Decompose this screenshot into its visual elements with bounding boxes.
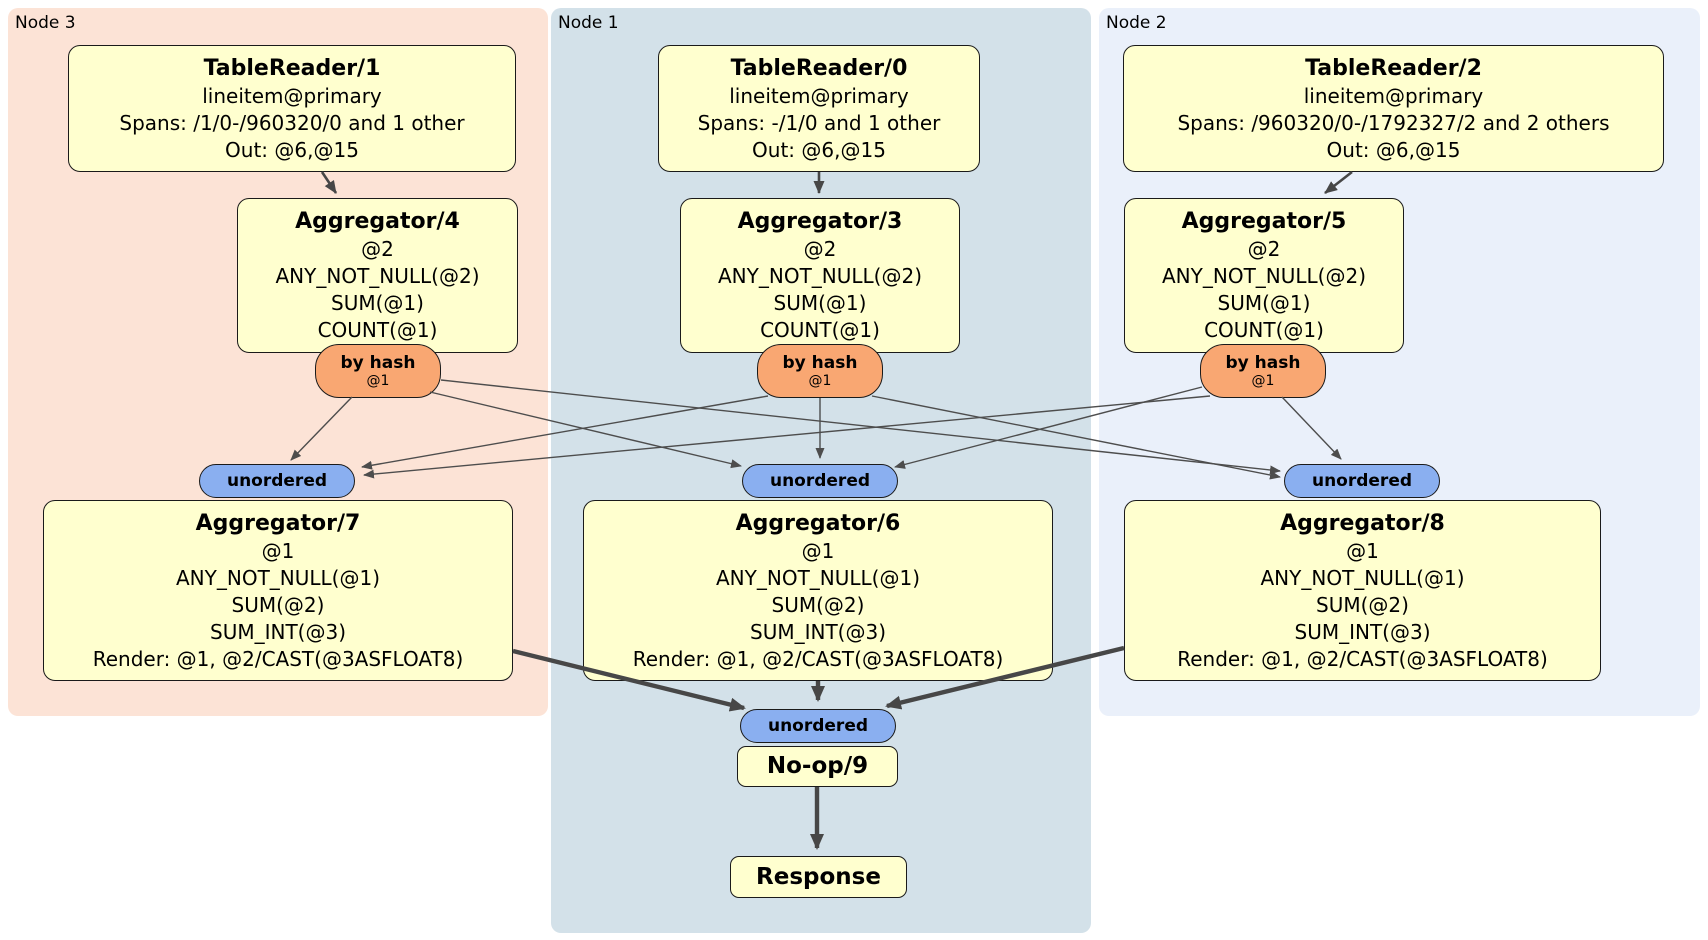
processor-line: SUM(@1) — [1217, 291, 1311, 315]
processor-title: TableReader/1 — [203, 55, 381, 81]
processor-title: Aggregator/8 — [1280, 510, 1445, 536]
router-detail: @1 — [366, 372, 390, 389]
processor-line: ANY_NOT_NULL(@1) — [176, 565, 380, 590]
processor-line: @1 — [801, 538, 835, 563]
processor-line: SUM(@1) — [331, 291, 424, 315]
processor-line: @1 — [1346, 538, 1379, 563]
processor-line: COUNT(@1) — [317, 318, 438, 342]
processor-noop-9: No-op/9 — [737, 746, 898, 787]
processor-line: Spans: -/1/0 and 1 other — [697, 110, 941, 135]
processor-line: COUNT(@1) — [760, 318, 880, 342]
processor-tablereader-2: TableReader/2 lineitem@primary Spans: /9… — [1123, 45, 1664, 172]
processor-line: @2 — [361, 237, 394, 261]
panel-node-2-label: Node 2 — [1106, 13, 1167, 33]
processor-line: ANY_NOT_NULL(@2) — [1162, 264, 1366, 288]
processor-tablereader-1: TableReader/1 lineitem@primary Spans: /1… — [68, 45, 516, 172]
processor-title: Aggregator/6 — [735, 510, 901, 536]
processor-line: @1 — [261, 538, 295, 563]
processor-title: Aggregator/3 — [737, 209, 903, 234]
panel-node-1-label: Node 1 — [558, 13, 619, 33]
router-label: by hash — [1225, 352, 1301, 373]
processor-title: No-op/9 — [766, 753, 869, 779]
stream-unordered-right: unordered — [1284, 464, 1440, 498]
response-title: Response — [756, 863, 881, 890]
processor-line: SUM(@1) — [773, 291, 867, 315]
processor-line: ANY_NOT_NULL(@2) — [275, 264, 480, 288]
processor-line: lineitem@primary — [729, 83, 909, 108]
panel-node-3-label: Node 3 — [15, 13, 76, 33]
processor-line: Render: @1, @2/CAST(@3ASFLOAT8) — [1177, 646, 1548, 671]
processor-aggregator-8: Aggregator/8 @1 ANY_NOT_NULL(@1) SUM(@2)… — [1124, 500, 1601, 681]
response-box: Response — [730, 856, 907, 898]
processor-line: SUM_INT(@3) — [750, 619, 886, 644]
router-label: by hash — [340, 352, 416, 373]
router-detail: @1 — [1251, 372, 1275, 389]
processor-line: SUM(@2) — [771, 592, 865, 617]
processor-title: Aggregator/4 — [295, 209, 460, 234]
processor-line: SUM(@2) — [231, 592, 325, 617]
processor-line: ANY_NOT_NULL(@1) — [1260, 565, 1465, 590]
router-by-hash-3: by hash @1 — [757, 344, 883, 398]
processor-title: Aggregator/5 — [1181, 209, 1347, 234]
processor-line: COUNT(@1) — [1204, 318, 1324, 342]
processor-aggregator-5: Aggregator/5 @2 ANY_NOT_NULL(@2) SUM(@1)… — [1124, 198, 1404, 353]
processor-title: TableReader/0 — [730, 55, 908, 81]
processor-line: lineitem@primary — [202, 83, 382, 108]
processor-line: Render: @1, @2/CAST(@3ASFLOAT8) — [632, 646, 1004, 671]
processor-line: ANY_NOT_NULL(@2) — [718, 264, 922, 288]
processor-tablereader-0: TableReader/0 lineitem@primary Spans: -/… — [658, 45, 980, 172]
processor-line: SUM_INT(@3) — [1294, 619, 1431, 644]
processor-aggregator-6: Aggregator/6 @1 ANY_NOT_NULL(@1) SUM(@2)… — [583, 500, 1053, 681]
router-label: by hash — [782, 352, 858, 373]
processor-line: Out: @6,@15 — [752, 137, 886, 162]
processor-aggregator-7: Aggregator/7 @1 ANY_NOT_NULL(@1) SUM(@2)… — [43, 500, 513, 681]
router-by-hash-4: by hash @1 — [315, 344, 441, 398]
router-by-hash-5: by hash @1 — [1200, 344, 1326, 398]
processor-line: ANY_NOT_NULL(@1) — [716, 565, 920, 590]
processor-line: Out: @6,@15 — [1326, 137, 1461, 162]
processor-line: Spans: /1/0-/960320/0 and 1 other — [119, 110, 465, 135]
stream-label: unordered — [1311, 471, 1413, 491]
processor-title: Aggregator/7 — [195, 510, 361, 536]
stream-label: unordered — [767, 716, 869, 736]
processor-line: Render: @1, @2/CAST(@3ASFLOAT8) — [92, 646, 464, 671]
processor-aggregator-4: Aggregator/4 @2 ANY_NOT_NULL(@2) SUM(@1)… — [237, 198, 518, 353]
processor-line: SUM(@2) — [1316, 592, 1409, 617]
processor-title: TableReader/2 — [1305, 55, 1482, 81]
stream-label: unordered — [226, 471, 328, 491]
stream-unordered-final: unordered — [740, 709, 896, 743]
processor-line: SUM_INT(@3) — [210, 619, 346, 644]
processor-line: @2 — [803, 237, 837, 261]
router-detail: @1 — [808, 372, 832, 389]
stream-unordered-center: unordered — [742, 464, 898, 498]
processor-line: Out: @6,@15 — [225, 137, 359, 162]
processor-line: lineitem@primary — [1303, 83, 1484, 108]
processor-aggregator-3: Aggregator/3 @2 ANY_NOT_NULL(@2) SUM(@1)… — [680, 198, 960, 353]
processor-line: Spans: /960320/0-/1792327/2 and 2 others — [1177, 110, 1610, 135]
stream-unordered-left: unordered — [199, 464, 355, 498]
processor-line: @2 — [1247, 237, 1281, 261]
stream-label: unordered — [769, 471, 871, 491]
